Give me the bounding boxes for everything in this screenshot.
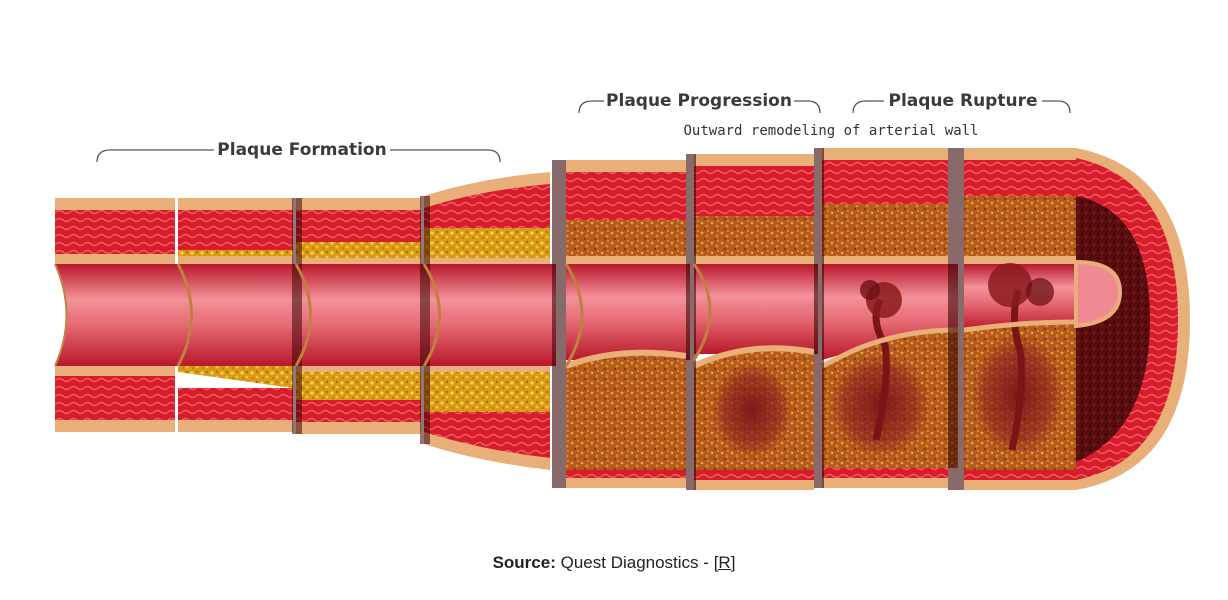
bracket-plaque-progression: Plaque Progression — [578, 91, 821, 114]
artery-end-cap — [1074, 148, 1190, 490]
segment-6 — [686, 154, 818, 490]
segment-2 — [176, 198, 298, 432]
label-plaque-rupture: Plaque Rupture — [889, 91, 1038, 111]
segment-5 — [552, 160, 690, 488]
segment-1 — [54, 198, 180, 432]
source-link[interactable]: [R] — [713, 553, 736, 572]
artery-segments — [54, 148, 1190, 490]
label-outward-remodeling: Outward remodeling of arterial wall — [683, 123, 978, 139]
segment-4 — [420, 172, 556, 470]
source-caption: Source: Quest Diagnostics - [R] — [0, 553, 1228, 573]
label-plaque-progression: Plaque Progression — [606, 91, 792, 111]
source-name: Quest Diagnostics - — [560, 553, 709, 572]
segment-3 — [292, 198, 424, 434]
label-plaque-formation: Plaque Formation — [217, 140, 386, 160]
source-prefix: Source: — [492, 553, 556, 572]
segment-8 — [948, 148, 1077, 490]
bracket-plaque-rupture: Plaque Rupture — [852, 91, 1071, 114]
bracket-plaque-formation: Plaque Formation — [96, 140, 501, 163]
segment-7 — [814, 148, 959, 488]
